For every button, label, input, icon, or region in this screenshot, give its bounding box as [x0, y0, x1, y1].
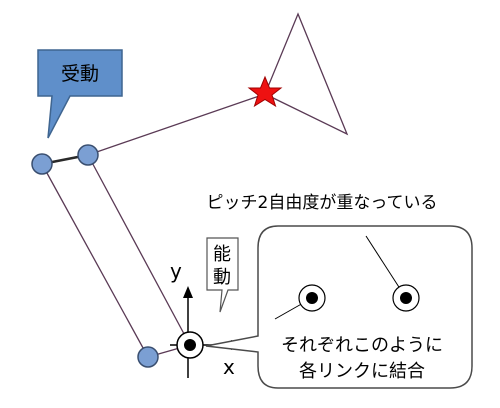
x-axis-label: x [223, 355, 235, 379]
callout-text-line2: 各リンクに結合 [299, 361, 425, 382]
active-joint-inner-dot [184, 339, 196, 351]
star-icon [247, 75, 283, 108]
front-parallel-link [87, 154, 191, 346]
callout-bubble [205, 225, 473, 389]
callout-right-joint-dot [400, 292, 412, 304]
lower-joint [137, 346, 159, 368]
rear-parallel-link [41, 163, 149, 358]
end-effector-triangle [264, 12, 349, 136]
callout-text-line1: それぞれこのように [281, 335, 443, 356]
passive-label-box [37, 49, 123, 139]
y-axis-arrowhead [183, 286, 193, 298]
upper-link [87, 93, 266, 156]
y-axis-label: y [170, 259, 182, 283]
active-label-line1: 能 [213, 244, 231, 265]
active-label-line2: 動 [213, 267, 231, 288]
active-label-box [206, 237, 239, 313]
upper-right-joint [77, 144, 99, 166]
passive-label: 受動 [61, 63, 99, 85]
pitch-overlap-note: ピッチ2自由度が重なっている [207, 193, 438, 213]
upper-left-joint [31, 153, 53, 175]
callout-left-joint-dot [306, 292, 318, 304]
